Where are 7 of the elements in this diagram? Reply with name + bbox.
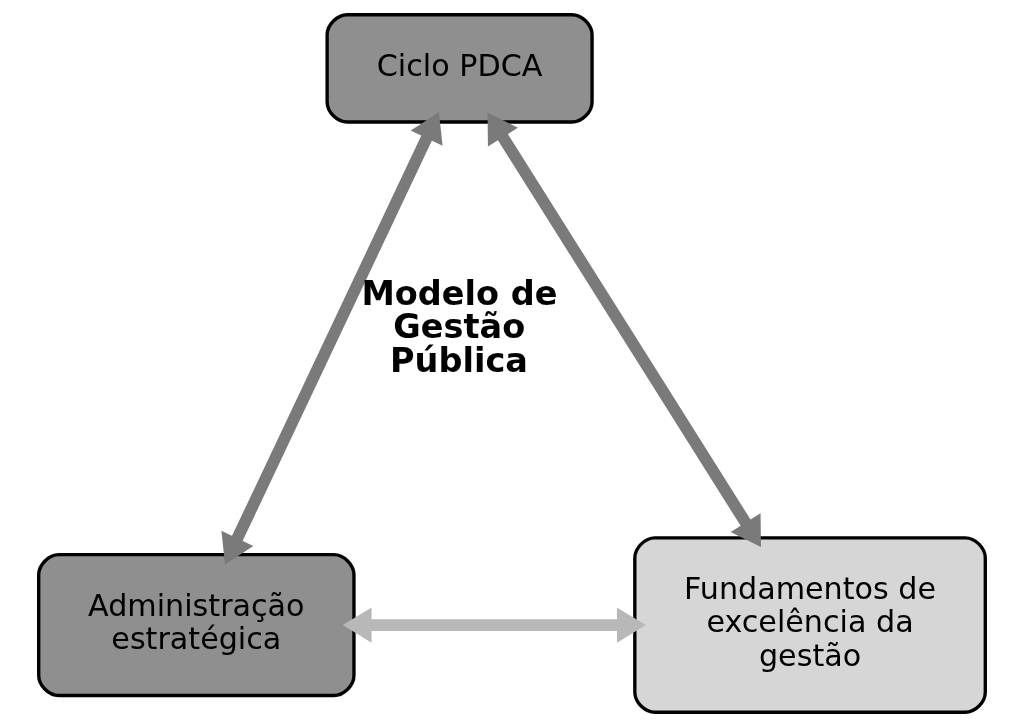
arrow bbox=[342, 607, 646, 643]
node-box: Administração estratégica bbox=[36, 553, 356, 698]
arrow bbox=[220, 112, 443, 565]
node-box: Fundamentos de excelência da gestão bbox=[632, 536, 987, 714]
label: Modelo de Gestão Pública bbox=[361, 273, 558, 380]
node-box: Ciclo PDCA bbox=[324, 13, 594, 124]
arrow bbox=[487, 112, 761, 548]
